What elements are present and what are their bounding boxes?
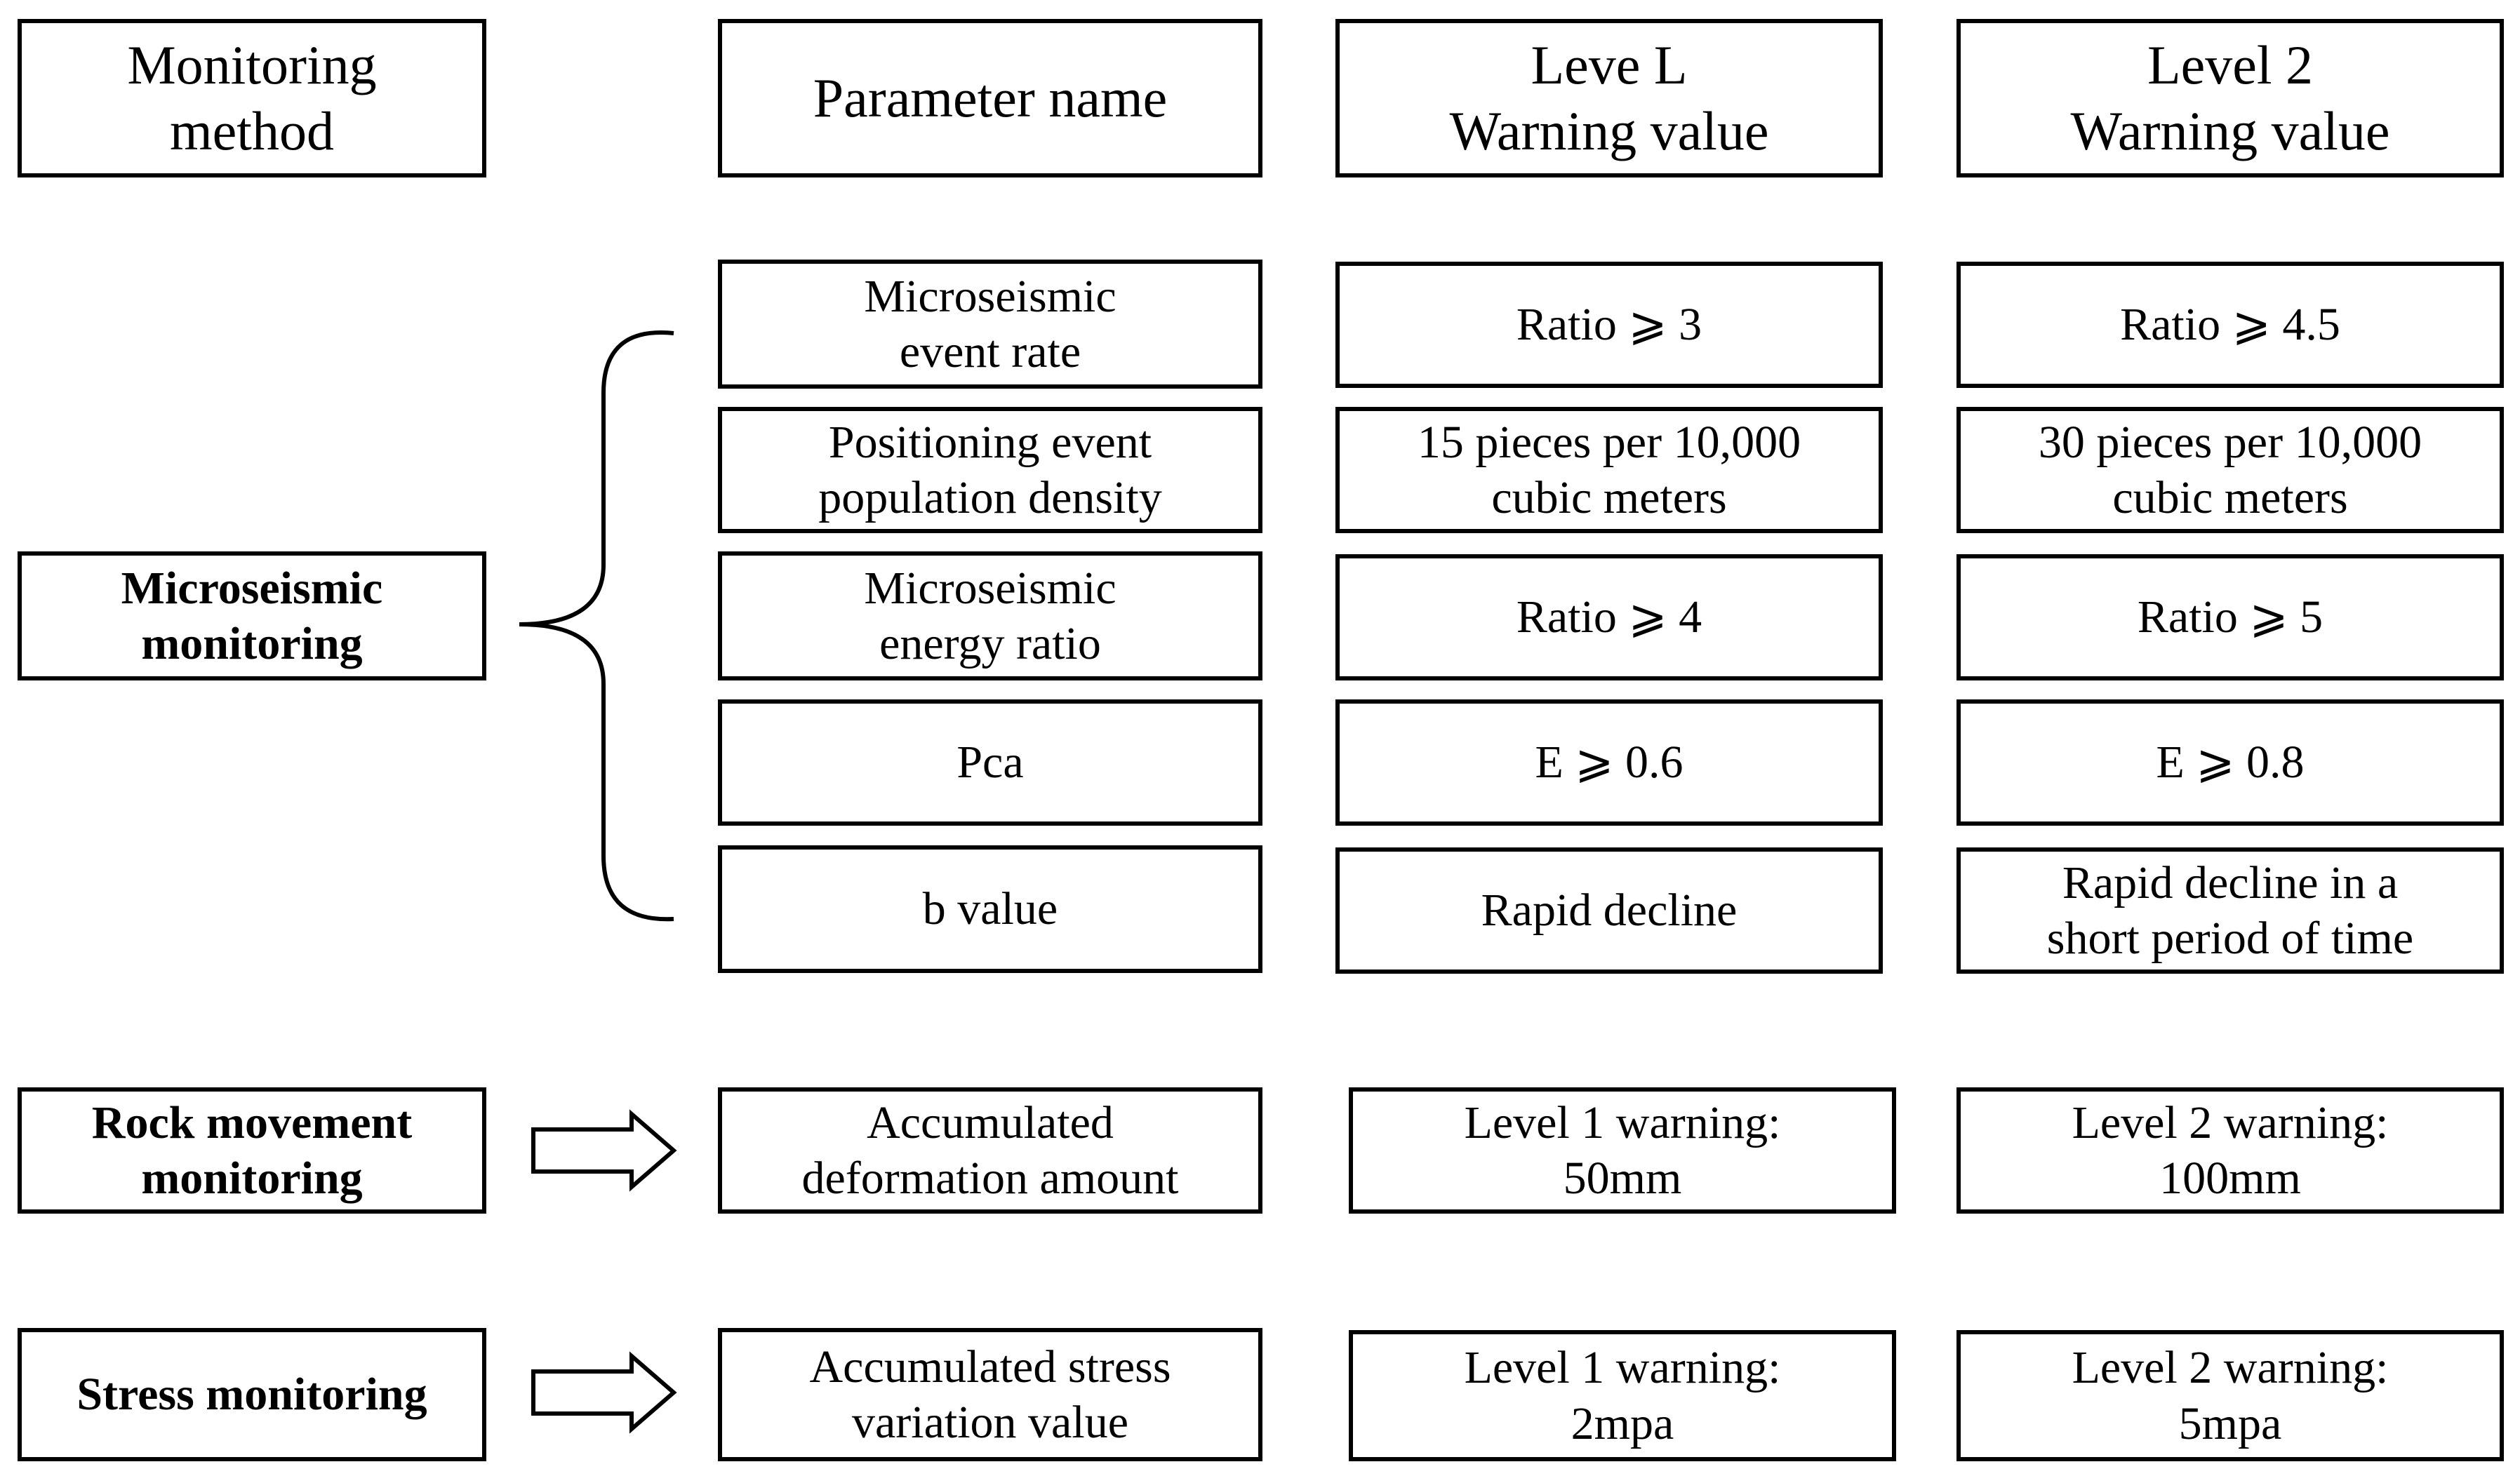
header-level-1: Leve L Warning value: [1335, 19, 1883, 177]
level2-event-rate: Ratio ⩾ 4.5: [1956, 262, 2504, 388]
level1-energy-ratio: Ratio ⩾ 4: [1335, 554, 1883, 680]
level2-stress: Level 2 warning: 5mpa: [1956, 1330, 2504, 1461]
header-parameter-name: Parameter name: [718, 19, 1262, 177]
header-level-2: Level 2 Warning value: [1956, 19, 2504, 177]
param-b-value: b value: [718, 845, 1262, 973]
level1-event-rate: Ratio ⩾ 3: [1335, 262, 1883, 388]
level2-pca: E ⩾ 0.8: [1956, 699, 2504, 826]
level1-stress: Level 1 warning: 2mpa: [1349, 1330, 1896, 1461]
level1-population-density: 15 pieces per 10,000 cubic meters: [1335, 407, 1883, 533]
param-population-density: Positioning event population density: [718, 407, 1262, 533]
level1-deformation: Level 1 warning: 50mm: [1349, 1087, 1896, 1214]
method-stress: Stress monitoring: [18, 1328, 486, 1461]
level1-pca: E ⩾ 0.6: [1335, 699, 1883, 826]
level2-population-density: 30 pieces per 10,000 cubic meters: [1956, 407, 2504, 533]
arrow-stress-icon: [531, 1351, 677, 1434]
param-deformation: Accumulated deformation amount: [718, 1087, 1262, 1214]
level2-b-value: Rapid decline in a short period of time: [1956, 847, 2504, 974]
param-energy-ratio: Microseismic energy ratio: [718, 551, 1262, 680]
level2-deformation: Level 2 warning: 100mm: [1956, 1087, 2504, 1214]
arrow-rock-icon: [531, 1109, 677, 1192]
method-rock-movement: Rock movement monitoring: [18, 1087, 486, 1214]
param-event-rate: Microseismic event rate: [718, 260, 1262, 389]
curly-brace: [519, 330, 674, 922]
method-microseismic: Microseismic monitoring: [18, 551, 486, 680]
param-pca: Pca: [718, 699, 1262, 826]
param-stress-variation: Accumulated stress variation value: [718, 1328, 1262, 1461]
header-monitoring-method: Monitoring method: [18, 19, 486, 177]
level1-b-value: Rapid decline: [1335, 847, 1883, 974]
level2-energy-ratio: Ratio ⩾ 5: [1956, 554, 2504, 680]
